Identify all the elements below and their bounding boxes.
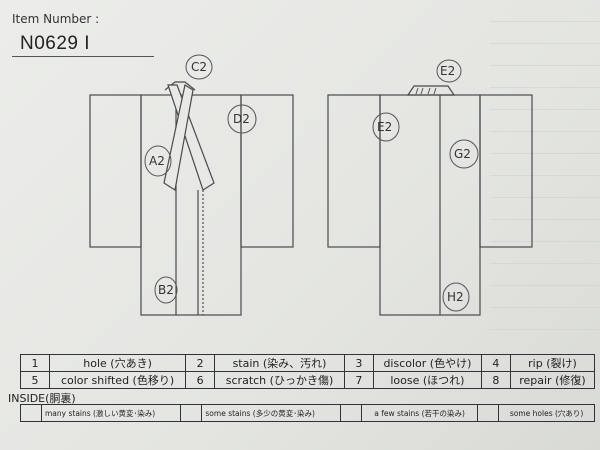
annotation-circle (144, 145, 172, 177)
back-annotations: E2 E2 G2 H2 (372, 59, 479, 312)
legend-number: 6 (185, 371, 216, 389)
back-body (379, 94, 481, 316)
kimono-back-diagram (327, 85, 533, 316)
annotation-circle (227, 104, 257, 134)
annotation-a2: A2 (149, 154, 165, 168)
legend-row: 5 color shifted (色移り) 6 scratch (ひっかき傷) … (20, 371, 596, 389)
inside-checkbox[interactable] (477, 404, 500, 422)
annotation-circle (449, 139, 479, 169)
annotation-circle (436, 59, 462, 83)
inside-lining-label: INSIDE(胴裏) (8, 392, 76, 405)
inside-lining-table: many stains (激しい黄変･染み) some stains (多少の黄… (20, 404, 595, 422)
legend-number: 5 (20, 371, 50, 389)
annotation-e2: E2 (377, 120, 392, 134)
back-left-sleeve (327, 94, 381, 248)
front-annotations: C2 D2 A2 B2 (144, 54, 257, 304)
annotation-e2-collar: E2 (440, 64, 455, 78)
legend-number: 7 (343, 371, 374, 389)
collar-mark (427, 87, 431, 95)
back-collar (406, 85, 456, 96)
legend-number: 2 (185, 354, 216, 372)
annotation-circle (154, 276, 178, 304)
collar-mark (415, 87, 419, 95)
collar-mark (433, 87, 437, 95)
legend-number: 8 (480, 371, 511, 389)
annotation-g2: G2 (454, 147, 471, 161)
legend-label: stain (染み、汚れ) (214, 354, 345, 372)
annotation-circle (185, 54, 213, 80)
legend-number: 4 (480, 354, 511, 372)
legend-label: color shifted (色移り) (48, 371, 187, 389)
annotation-circle (442, 282, 470, 312)
legend-row: 1 hole (穴あき) 2 stain (染み、汚れ) 3 discolor … (20, 354, 596, 372)
kimono-front-diagram (89, 81, 294, 316)
annotation-circle (372, 112, 400, 142)
item-number-value: N0629 I (20, 33, 91, 54)
inside-row: many stains (激しい黄変･染み) some stains (多少の黄… (20, 404, 595, 422)
legend-number: 1 (20, 354, 50, 372)
front-left-sleeve (89, 94, 142, 248)
legend-label: hole (穴あき) (48, 354, 187, 372)
inside-option: many stains (激しい黄変･染み) (40, 404, 182, 422)
legend-label: rip (裂け) (509, 354, 596, 372)
inside-checkbox[interactable] (20, 404, 42, 422)
inside-option: some holes (穴あり) (498, 404, 595, 422)
inside-checkbox[interactable] (339, 404, 362, 422)
legend-label: scratch (ひっかき傷) (214, 371, 345, 389)
back-right-sleeve (479, 94, 533, 248)
legend-label: repair (修復) (509, 371, 596, 389)
background-ruled-lines (490, 0, 600, 340)
inside-option: a few stains (若干の染み) (360, 404, 479, 422)
legend-number: 3 (343, 354, 374, 372)
damage-legend-table: 1 hole (穴あき) 2 stain (染み、汚れ) 3 discolor … (20, 354, 596, 389)
annotation-c2-front: C2 (191, 60, 207, 74)
item-number-label: Item Number : (12, 12, 100, 26)
annotation-d2: D2 (233, 112, 250, 126)
item-number-underline (12, 56, 154, 57)
annotation-h2: H2 (447, 290, 464, 304)
legend-label: discolor (色やけ) (372, 354, 482, 372)
inside-option: some stains (多少の黄変･染み) (201, 404, 341, 422)
annotation-b2: B2 (158, 283, 174, 297)
inside-checkbox[interactable] (180, 404, 203, 422)
collar-mark (420, 87, 424, 95)
legend-label: loose (ほつれ) (372, 371, 482, 389)
